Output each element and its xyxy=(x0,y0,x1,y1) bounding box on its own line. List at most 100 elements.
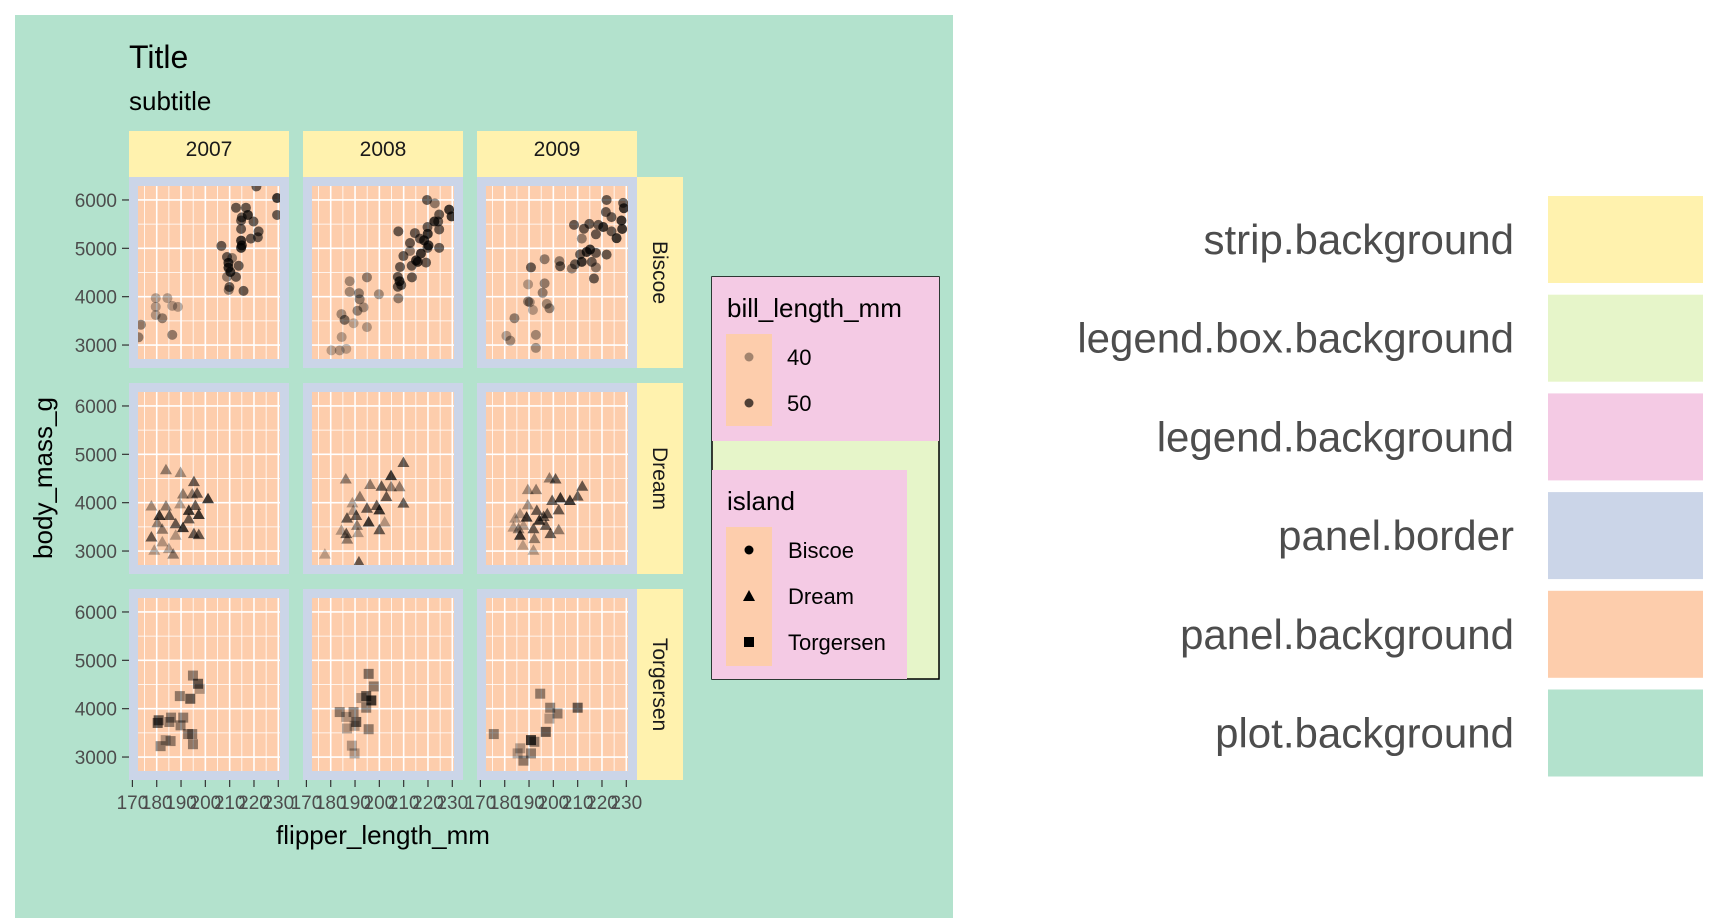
data-point xyxy=(530,483,543,495)
x-tick-label: 180 xyxy=(141,793,173,814)
data-point xyxy=(488,729,499,740)
panel-border xyxy=(303,383,463,574)
color-key-row: legend.background xyxy=(1157,393,1703,481)
color-key-label: plot.background xyxy=(1215,710,1514,757)
y-tick-label: 3000 xyxy=(75,542,117,563)
data-point xyxy=(433,216,444,227)
data-point xyxy=(156,523,169,534)
color-key-label: legend.background xyxy=(1157,413,1514,460)
data-point xyxy=(349,748,360,759)
data-point xyxy=(334,345,345,356)
data-point xyxy=(159,500,172,511)
data-point xyxy=(520,511,533,522)
data-point xyxy=(576,480,589,491)
data-point xyxy=(606,212,617,223)
data-point xyxy=(537,287,548,298)
data-point xyxy=(148,544,161,555)
data-point xyxy=(176,521,189,533)
data-point xyxy=(521,483,534,495)
data-point xyxy=(373,503,386,515)
data-point xyxy=(611,233,622,244)
data-point xyxy=(514,529,527,540)
data-point xyxy=(346,496,359,508)
data-point xyxy=(617,223,628,234)
y-tick-label: 3000 xyxy=(75,336,117,357)
data-point xyxy=(618,203,629,214)
strip-label-2007: 2007 xyxy=(186,138,233,161)
data-point xyxy=(167,300,178,311)
x-tick-label: 190 xyxy=(165,793,197,814)
points-layer xyxy=(501,194,629,353)
data-point xyxy=(584,218,595,229)
strip-top xyxy=(477,131,637,177)
data-point xyxy=(169,529,182,540)
theme-color-key: strip.background legend.box.background leg… xyxy=(1077,196,1703,777)
data-point xyxy=(150,293,161,304)
data-point xyxy=(272,193,283,204)
y-tick-label: 6000 xyxy=(75,191,117,212)
data-point xyxy=(571,490,584,501)
chart-title: Title xyxy=(129,39,188,75)
data-point xyxy=(378,516,391,527)
data-point xyxy=(501,330,512,341)
data-point xyxy=(434,242,445,253)
data-point xyxy=(341,533,354,544)
data-point xyxy=(248,216,259,227)
x-tick-label: 210 xyxy=(214,793,246,814)
data-point xyxy=(363,724,374,735)
y-tick-label: 6000 xyxy=(75,397,117,418)
data-point xyxy=(616,215,627,226)
data-point xyxy=(360,502,373,513)
data-point xyxy=(516,539,529,550)
data-point xyxy=(155,741,166,752)
data-point xyxy=(363,668,374,679)
x-tick-label: 180 xyxy=(489,793,521,814)
data-point xyxy=(186,487,199,499)
legend-key-circle xyxy=(744,352,754,362)
color-swatch xyxy=(1548,590,1703,678)
data-point xyxy=(397,456,410,468)
data-point xyxy=(398,251,409,262)
data-point xyxy=(552,523,565,535)
legend-label: Torgersen xyxy=(788,630,886,655)
color-key-label: legend.box.background xyxy=(1077,315,1514,362)
legend-title: bill_length_mm xyxy=(727,293,902,323)
data-point xyxy=(566,263,577,274)
data-point xyxy=(530,504,543,515)
data-point xyxy=(175,720,186,731)
data-point xyxy=(362,516,375,527)
x-tick-label: 210 xyxy=(388,793,420,814)
data-point xyxy=(194,683,205,694)
data-point xyxy=(187,739,198,750)
panel-border xyxy=(129,177,289,368)
data-point xyxy=(397,497,410,508)
data-point xyxy=(162,542,175,554)
data-point xyxy=(361,272,372,283)
data-point xyxy=(505,335,516,346)
panel-2008-dream xyxy=(303,383,463,574)
data-point xyxy=(555,261,566,272)
data-point xyxy=(159,463,172,475)
data-point xyxy=(224,282,235,293)
data-point xyxy=(350,519,363,530)
data-point xyxy=(150,310,161,321)
panel-2009-dream xyxy=(477,383,637,574)
data-point xyxy=(176,487,189,499)
data-point xyxy=(172,301,183,312)
data-point xyxy=(541,298,552,309)
data-point xyxy=(509,512,522,523)
x-tick-label: 220 xyxy=(586,793,618,814)
data-point xyxy=(164,716,175,727)
strip-label-torgersen: Torgersen xyxy=(648,638,671,731)
x-tick-label: 170 xyxy=(291,793,323,814)
color-key-row: strip.background xyxy=(1203,196,1703,283)
data-point xyxy=(187,670,198,681)
data-point xyxy=(167,548,180,559)
data-point xyxy=(373,523,386,535)
legend-key-background xyxy=(726,334,772,426)
data-point xyxy=(344,286,355,297)
data-point xyxy=(153,509,166,520)
data-point xyxy=(576,233,587,244)
